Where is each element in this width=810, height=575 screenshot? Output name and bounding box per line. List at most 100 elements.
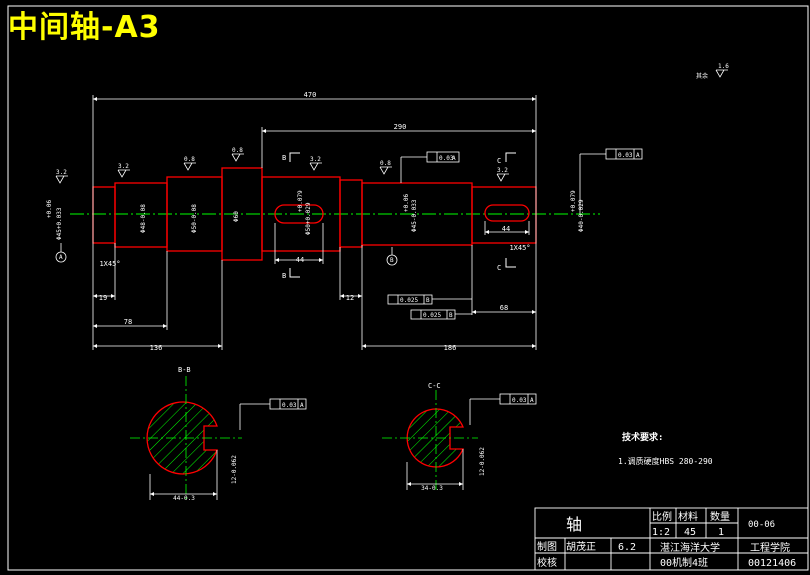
dim-290: 290 (394, 123, 407, 131)
datum-b-letter: B (390, 257, 394, 264)
dim-19: 19 (99, 294, 107, 302)
dia-5-tol: +0.06 (403, 194, 410, 212)
symm-cc-ref: A (530, 397, 534, 404)
section-cc-key: 12-0.062 (479, 447, 486, 476)
section-bb-width: 44-0.3 (173, 495, 195, 502)
roughness-symbol (496, 173, 509, 182)
student-id: 00121406 (748, 558, 796, 569)
roughness-symbols (55, 69, 728, 184)
section-mark-c-top: C (497, 157, 501, 165)
roughness-value: 0.8 (184, 156, 195, 163)
roughness-other-value: 1.6 (718, 63, 729, 70)
material-value: 45 (684, 527, 696, 538)
dia-right-end-tol: +0.079 (570, 190, 577, 212)
parallel-1-ref: B (426, 297, 430, 304)
technical-notes: 技术要求: 1.调质硬度HBS 280-290 (618, 431, 713, 466)
dia-collar: Φ60 (233, 211, 240, 222)
section-cc-shape (406, 408, 464, 468)
roughness-symbol (117, 169, 130, 178)
symm-bb-value: 0.03 (282, 402, 297, 409)
roughness-value: 3.2 (56, 169, 67, 176)
dia-2: Φ48-0.08 (140, 204, 147, 233)
dim-overall: 470 (304, 91, 317, 99)
shaft-segment-6 (471, 186, 537, 244)
section-mark-b-top: B (282, 154, 286, 162)
dim-136: 136 (150, 344, 163, 352)
roughness-other-label: 其余 (696, 72, 708, 80)
roughness-symbol (231, 153, 244, 162)
drawing-number: 00-06 (748, 520, 775, 530)
dia-4: Φ50+0.029 (305, 202, 312, 235)
runout-top-ref: A (452, 155, 456, 162)
drawing-frame (7, 5, 809, 571)
quantity-value: 1 (718, 527, 724, 538)
section-bb-key: 12-0.062 (231, 455, 238, 484)
roughness-value: 0.8 (380, 160, 391, 167)
section-bb-shape (146, 401, 218, 475)
drawn-name: 胡茂正 (566, 540, 596, 553)
dim-keyway2: 44 (502, 225, 510, 233)
roughness-symbol (715, 69, 728, 78)
scale-label: 比例 (652, 510, 672, 523)
roughness-symbol (309, 162, 322, 171)
parallel-2-value: 0.025 (423, 312, 441, 319)
title-block-text: 轴 比例 材料 数量 1:2 45 1 00-06 制图 胡茂正 6.2 校核 … (537, 510, 796, 569)
tolerance-frame-parallel-1 (387, 294, 433, 305)
section-mark-c-bottom: C (497, 264, 501, 272)
roughness-value: 0.8 (232, 147, 243, 154)
dia-left-end-tol: +0.06 (46, 200, 53, 218)
extension-lines (92, 95, 537, 350)
dia-4-tol: +0.079 (297, 190, 304, 212)
notes-heading: 技术要求: (622, 431, 663, 443)
symm-bb-ref: A (300, 402, 304, 409)
roughness-value: 3.2 (118, 163, 129, 170)
dim-keyway1: 44 (296, 256, 304, 264)
section-cc: C-C 34-0.3 12-0.062 (382, 382, 486, 492)
dimension-lines (93, 97, 536, 348)
section-bb-label: B-B (178, 366, 191, 374)
dim-78: 78 (124, 318, 132, 326)
parallel-2-ref: B (449, 312, 453, 319)
datum-a-letter: A (59, 254, 63, 261)
roughness-symbol (379, 166, 392, 175)
quantity-label: 数量 (710, 510, 730, 523)
roughness-value: 3.2 (310, 156, 321, 163)
runout-top-value: 0.03 (439, 155, 454, 162)
shaft-segment-left-end (92, 186, 116, 244)
dim-12: 12 (346, 294, 354, 302)
title-block (534, 507, 809, 571)
school-name: 湛江海洋大学 (660, 541, 720, 554)
tolerance-frames (239, 148, 643, 430)
college-name: 工程学院 (750, 541, 790, 554)
section-marks (289, 152, 516, 278)
section-cc-label: C-C (428, 382, 441, 390)
chamfer-left: 1X45° (99, 260, 120, 268)
dia-3: Φ50-0.08 (191, 204, 198, 233)
check-label: 校核 (537, 556, 557, 569)
material-label: 材料 (678, 510, 698, 523)
notes-item-1: 1.调质硬度HBS 280-290 (618, 456, 713, 466)
datum-markers (55, 243, 398, 266)
tolerance-frame-parallel-2 (410, 309, 456, 320)
roughness-value: 3.2 (497, 167, 508, 174)
scale-value: 1:2 (652, 527, 670, 538)
keyway-2 (484, 204, 530, 222)
drawn-date: 6.2 (618, 542, 636, 553)
section-bb: B-B 44-0.3 12-0.062 (130, 366, 242, 502)
runout-right-ref: A (636, 152, 640, 159)
class-name: 00机制4班 (660, 556, 708, 569)
symm-cc-value: 0.03 (512, 397, 527, 404)
roughness-values: 其余 1.6 3.2 3.2 0.8 0.8 3.2 0.8 3.2 (56, 63, 729, 176)
parallel-1-value: 0.025 (400, 297, 418, 304)
roughness-symbol (55, 175, 68, 184)
section-cc-width: 34-0.3 (421, 485, 443, 492)
dia-5: Φ45-0.033 (411, 199, 418, 232)
runout-right-value: 0.03 (618, 152, 633, 159)
dim-68: 68 (500, 304, 508, 312)
keyway-1 (274, 204, 324, 224)
drawn-label: 制图 (537, 540, 557, 553)
dimension-texts: 470 290 19 78 136 12 68 186 44 44 1X45° … (46, 91, 585, 352)
page-title: 中间轴-A3 (8, 10, 161, 45)
dia-right-end: Φ40-0.029 (578, 199, 585, 232)
